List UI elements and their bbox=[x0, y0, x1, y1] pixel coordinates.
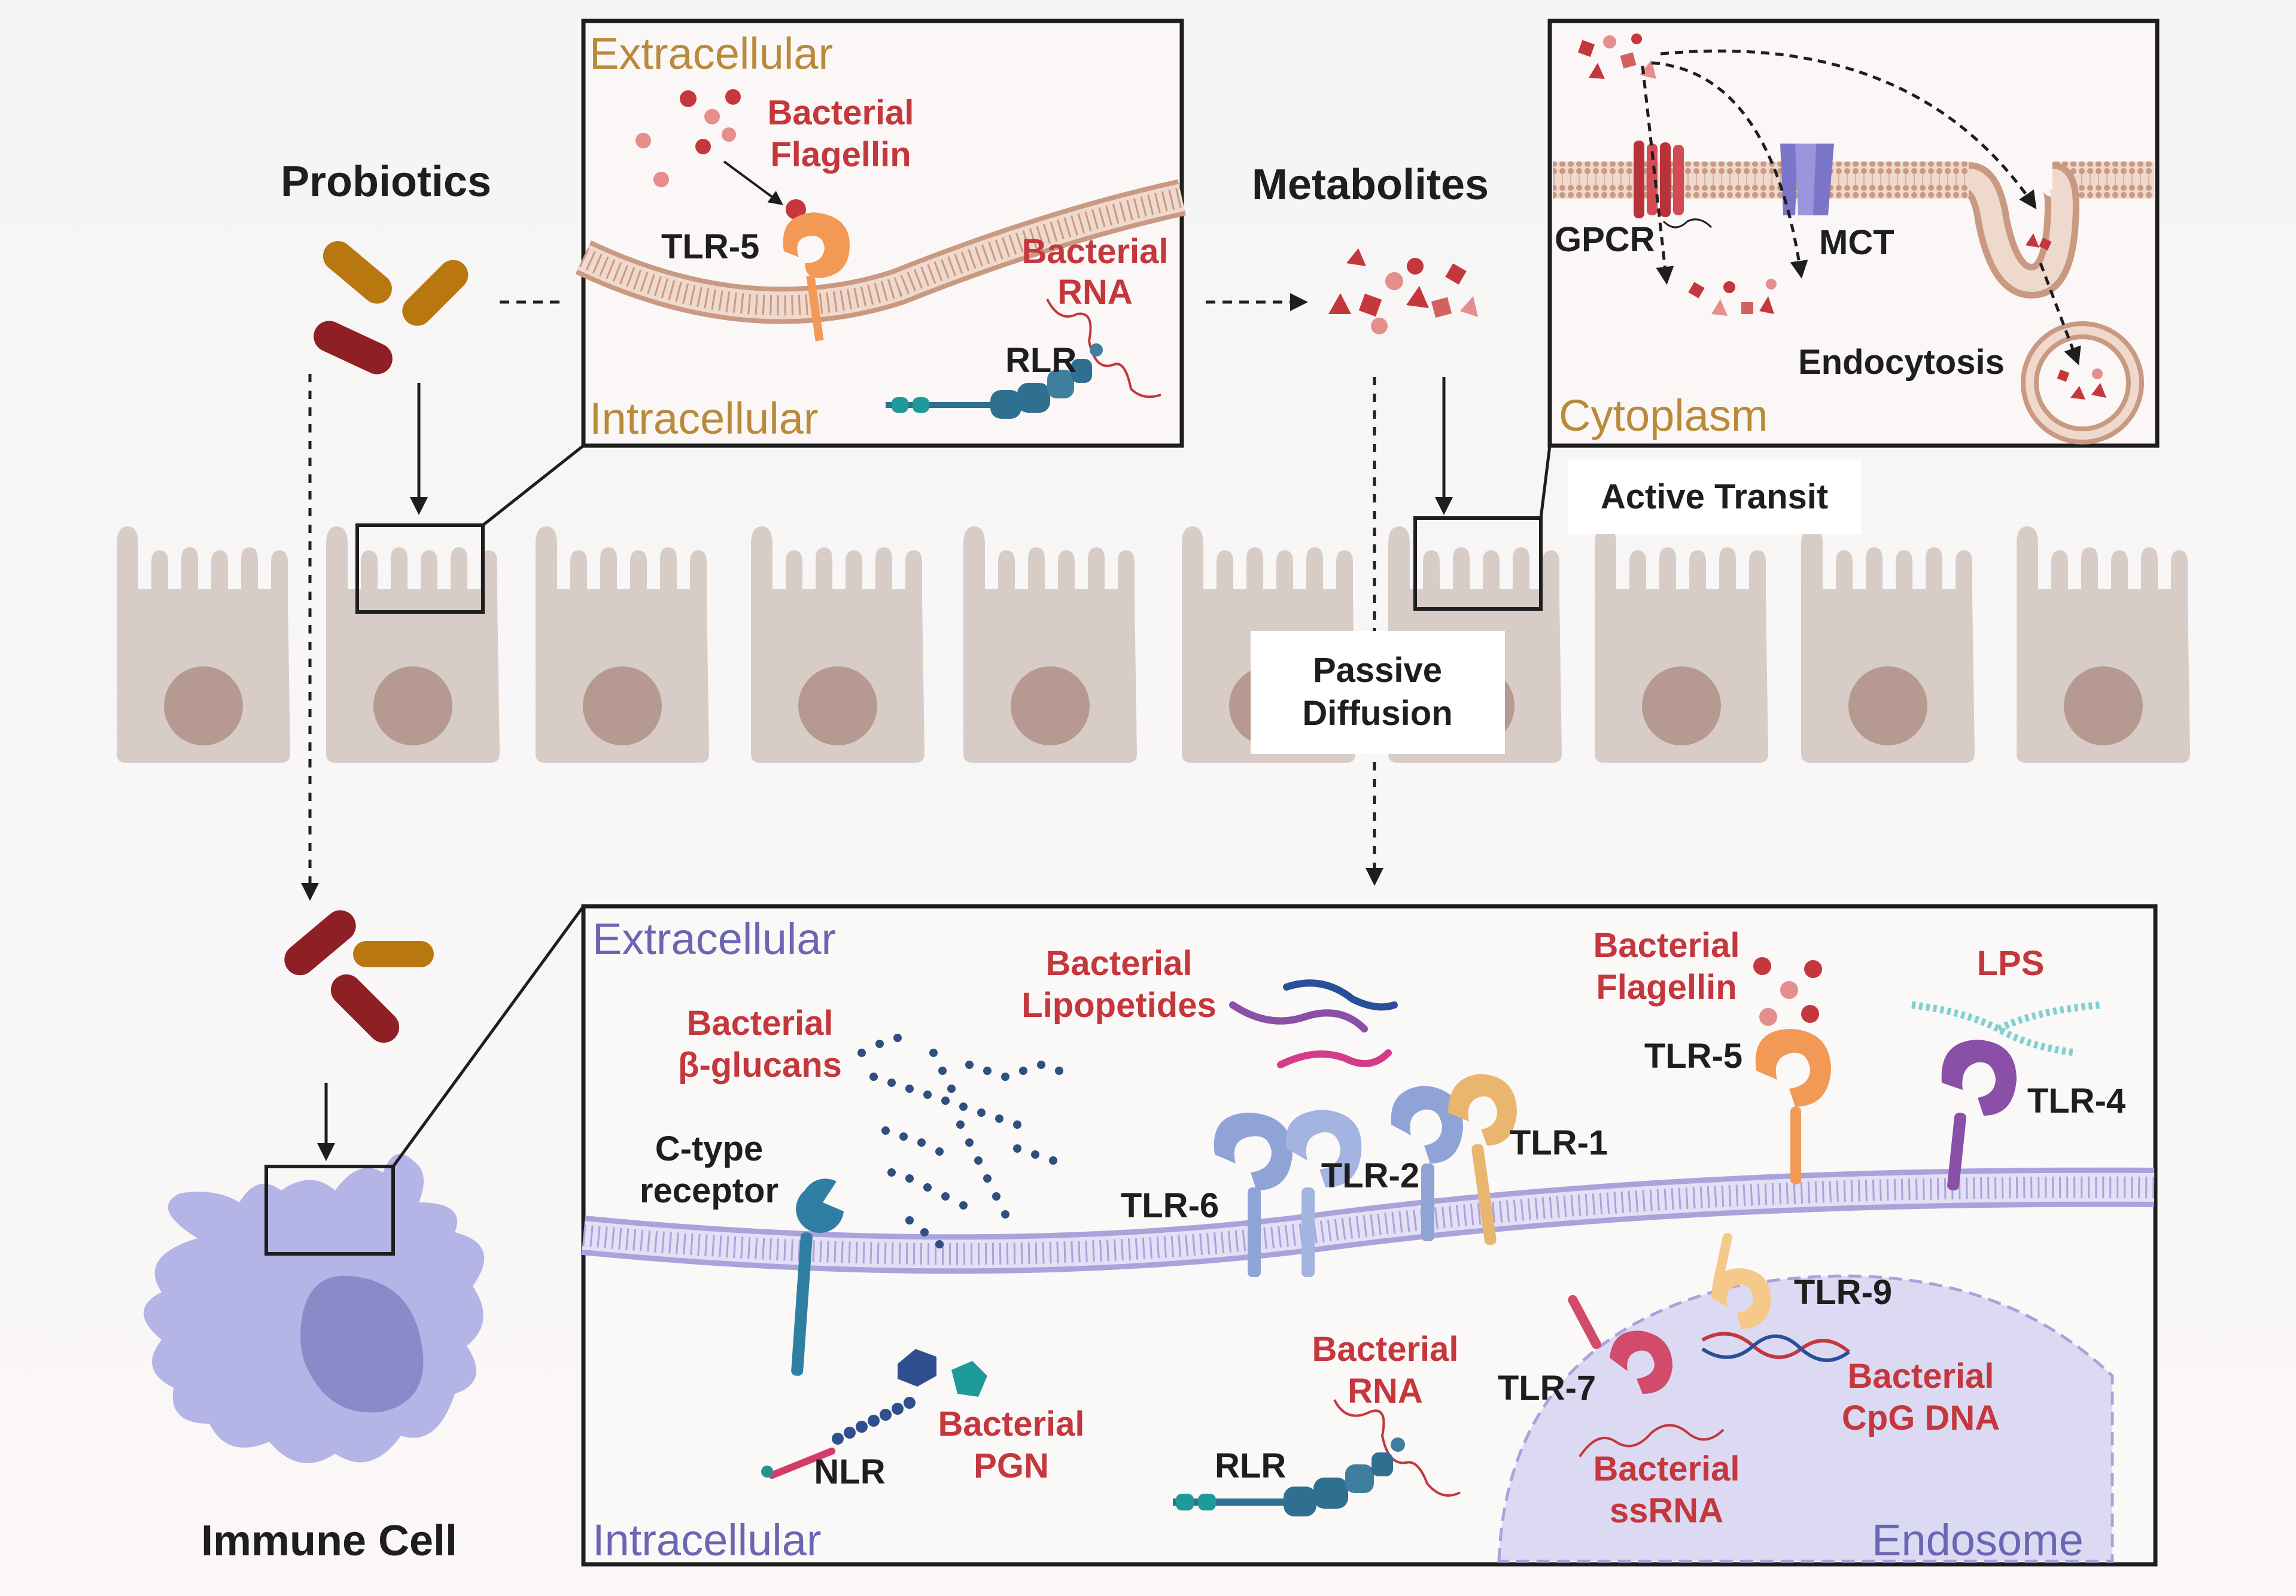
transport-panel: GPCR MCT Endocytosis Cytoplasm bbox=[1547, 19, 2160, 448]
tlr2-label: TLR-2 bbox=[1321, 1156, 1419, 1195]
panel3-extracellular-label: Extracellular bbox=[592, 914, 836, 964]
beta-glucans-label-2: β-glucans bbox=[678, 1046, 842, 1085]
ctype-receptor-label-2: receptor bbox=[640, 1171, 778, 1210]
panel3-rna-label-2: RNA bbox=[1348, 1372, 1423, 1411]
panel1-flagellin-label-2: Flagellin bbox=[770, 135, 911, 174]
probiotics-bacteria bbox=[314, 241, 469, 374]
cpg-label-1: Bacterial bbox=[1847, 1357, 1994, 1396]
epithelial-layer bbox=[117, 526, 2190, 763]
endocytosis-label: Endocytosis bbox=[1798, 343, 2005, 382]
immune-zoom-box bbox=[264, 1165, 395, 1256]
panel1-rlr-label: RLR bbox=[1005, 341, 1076, 380]
mct-label: MCT bbox=[1819, 223, 1894, 262]
tlr6-label: TLR-6 bbox=[1121, 1186, 1219, 1225]
metabolites-label: Metabolites bbox=[1252, 161, 1489, 209]
panel3-tlr5-label: TLR-5 bbox=[1644, 1037, 1742, 1076]
panel1-extracellular-label: Extracellular bbox=[589, 29, 833, 78]
gpcr-label: GPCR bbox=[1555, 220, 1655, 259]
immune-cell bbox=[144, 1153, 485, 1463]
panel3-rna-label-1: Bacterial bbox=[1312, 1330, 1458, 1369]
cpg-label-2: CpG DNA bbox=[1842, 1399, 2000, 1437]
ssrna-label-2: ssRNA bbox=[1610, 1491, 1723, 1530]
beta-glucan-network bbox=[857, 1034, 1063, 1248]
tlr4-label: TLR-4 bbox=[2027, 1082, 2125, 1120]
nlr-label: NLR bbox=[814, 1452, 885, 1491]
epithelial-receptor-panel: Extracellular Intracellular TLR-5 Bacter… bbox=[575, 19, 1186, 448]
tlr9-label: TLR-9 bbox=[1794, 1273, 1892, 1312]
probiotics-label: Probiotics bbox=[281, 158, 491, 206]
panel3-rlr-label: RLR bbox=[1215, 1446, 1286, 1485]
panel1-tlr5-label: TLR-5 bbox=[661, 227, 759, 266]
lipopeptides-label-2: Lipopetides bbox=[1021, 986, 1216, 1025]
epithelium-zoom-box-right bbox=[1413, 516, 1543, 611]
panel3-intracellular-label: Intracellular bbox=[592, 1515, 822, 1565]
ssrna-label-1: Bacterial bbox=[1593, 1449, 1740, 1488]
endosome-label: Endosome bbox=[1872, 1515, 2084, 1565]
passive-diffusion-box bbox=[1251, 631, 1505, 754]
beta-glucans-label-1: Bacterial bbox=[686, 1004, 833, 1043]
lps-label: LPS bbox=[1977, 944, 2045, 983]
cytoplasm-label: Cytoplasm bbox=[1559, 391, 1768, 440]
panel1-rna-label-2: RNA bbox=[1057, 273, 1133, 312]
lipopeptides-label-1: Bacterial bbox=[1045, 944, 1192, 983]
epithelium-zoom-box-left bbox=[355, 523, 485, 614]
passive-diffusion-label-1: Passive bbox=[1313, 651, 1442, 690]
ctype-receptor-label-1: C-type bbox=[655, 1129, 763, 1168]
active-transit-box bbox=[1568, 459, 1861, 534]
panel1-intracellular-label: Intracellular bbox=[589, 394, 819, 443]
immune-receptor-panel: Extracellular Intracellular Endosome Bac… bbox=[581, 904, 2158, 1567]
pgn-label-1: Bacterial bbox=[938, 1405, 1084, 1443]
immune-cell-label: Immune Cell bbox=[201, 1517, 457, 1565]
tlr1-label: TLR-1 bbox=[1510, 1123, 1608, 1162]
panel1-rna-label-1: Bacterial bbox=[1021, 232, 1168, 271]
translocated-bacteria bbox=[284, 910, 434, 1043]
panel3-flagellin-label-1: Bacterial bbox=[1593, 926, 1740, 965]
metabolites-particles bbox=[1328, 248, 1478, 334]
panel1-flagellin-label-1: Bacterial bbox=[767, 93, 914, 132]
panel3-flagellin-label-2: Flagellin bbox=[1596, 968, 1737, 1007]
active-transit-label: Active Transit bbox=[1601, 477, 1828, 516]
pgn-label-2: PGN bbox=[974, 1446, 1049, 1485]
tlr7-label: TLR-7 bbox=[1498, 1369, 1596, 1408]
passive-diffusion-label-2: Diffusion bbox=[1302, 694, 1452, 733]
